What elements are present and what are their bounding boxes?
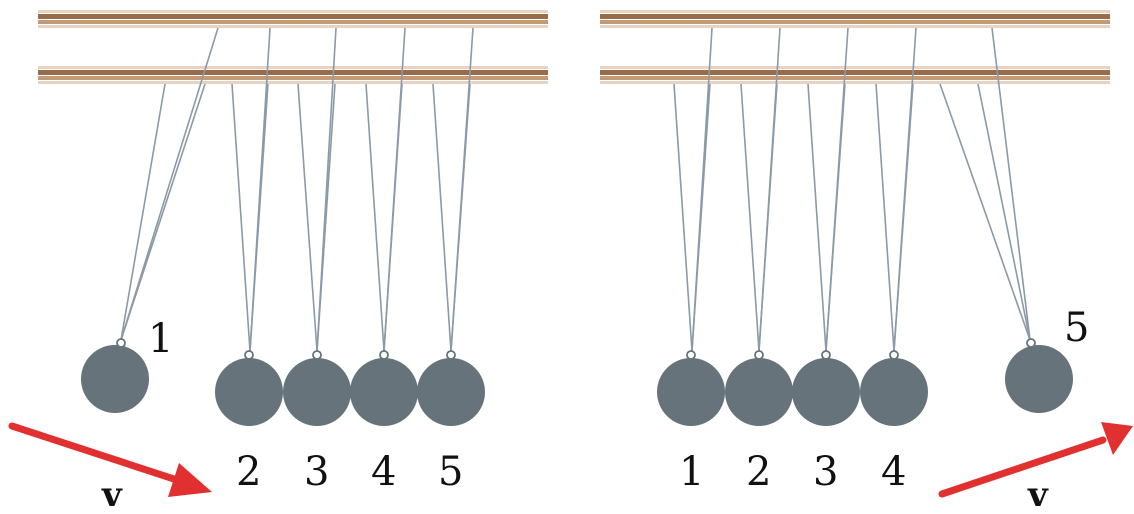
right-ball-1-label: 1 bbox=[679, 449, 704, 495]
right-velocity-label: v bbox=[1027, 475, 1049, 514]
left-top-rail bbox=[38, 10, 548, 28]
left-ball-3-label: 3 bbox=[304, 449, 329, 495]
left-bottom-rail bbox=[38, 66, 548, 84]
left-panel: 1 2 3 4 5 v bbox=[8, 10, 548, 514]
left-ball-5-label: 5 bbox=[438, 449, 463, 495]
right-velocity-arrow bbox=[938, 422, 1133, 498]
right-ball-2 bbox=[725, 350, 793, 426]
right-ball-4-label: 4 bbox=[881, 449, 906, 495]
right-ball-1 bbox=[657, 350, 725, 426]
right-panel: 1 2 3 4 5 v bbox=[600, 10, 1133, 514]
left-velocity-label: v bbox=[101, 475, 123, 514]
right-ball-2-label: 2 bbox=[746, 449, 771, 495]
left-ball-4-label: 4 bbox=[371, 449, 396, 495]
right-bottom-rail bbox=[600, 66, 1110, 84]
left-ball-2 bbox=[215, 350, 283, 426]
left-ball-2-label: 2 bbox=[236, 449, 261, 495]
right-ball-3 bbox=[792, 350, 860, 426]
left-ball-3 bbox=[283, 350, 351, 426]
right-ball-5-label: 5 bbox=[1064, 305, 1089, 351]
left-strings bbox=[120, 27, 474, 352]
left-ball-1 bbox=[81, 338, 149, 413]
left-velocity-arrow bbox=[8, 422, 212, 497]
right-ball-5 bbox=[1005, 338, 1073, 413]
left-ball-4 bbox=[350, 350, 418, 426]
right-top-rail bbox=[600, 10, 1110, 28]
right-ball-4 bbox=[860, 350, 928, 426]
left-ball-5 bbox=[417, 350, 485, 426]
left-ball-1-label: 1 bbox=[148, 316, 173, 362]
right-ball-3-label: 3 bbox=[813, 449, 838, 495]
right-strings bbox=[673, 27, 1031, 352]
